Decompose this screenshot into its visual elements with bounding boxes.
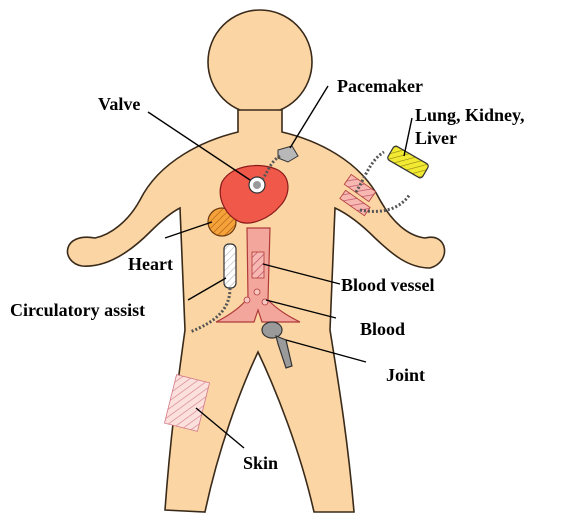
head <box>208 10 312 114</box>
label-circulatory-assist: Circulatory assist <box>10 300 145 320</box>
label-lung-kidney-liver-1: Lung, Kidney, <box>415 105 525 125</box>
label-lung-kidney-liver-2: Liver <box>415 128 457 148</box>
label-pacemaker: Pacemaker <box>337 76 423 96</box>
blood-cell <box>254 289 260 295</box>
artificial-organ-device <box>340 145 429 216</box>
label-valve: Valve <box>98 94 140 114</box>
vessel-graft <box>252 252 264 278</box>
label-blood: Blood <box>360 319 405 339</box>
lung-leader <box>404 118 412 156</box>
label-skin: Skin <box>243 453 278 473</box>
label-heart: Heart <box>128 254 173 274</box>
blood-cell <box>244 297 250 303</box>
label-blood-vessel: Blood vessel <box>341 275 435 295</box>
label-joint: Joint <box>386 365 425 385</box>
